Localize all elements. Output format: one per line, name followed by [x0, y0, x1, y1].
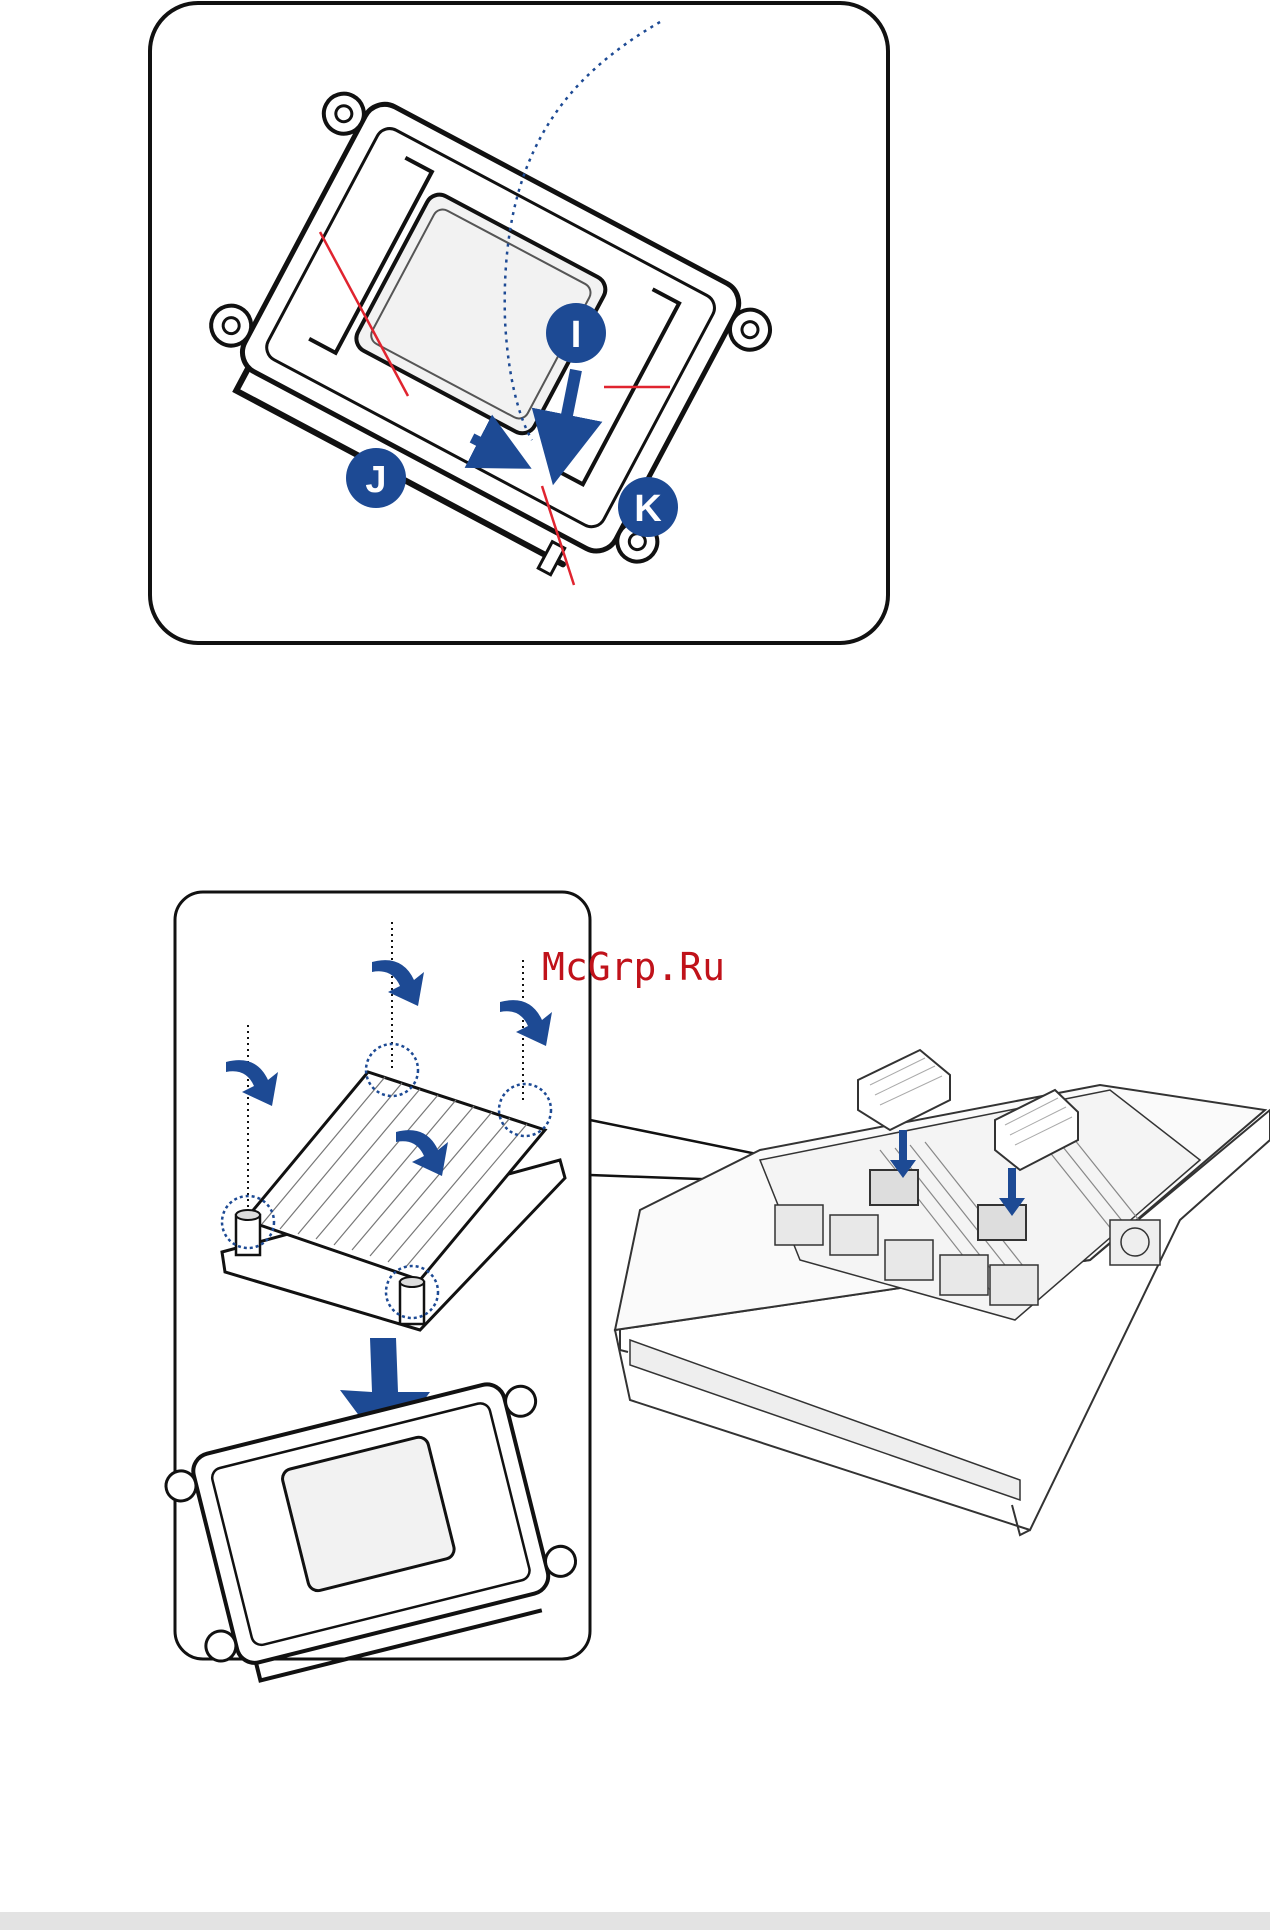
- server-chassis-illustration: [615, 1050, 1270, 1535]
- panel-heatsink: [160, 892, 590, 1691]
- watermark-text: McGrp.Ru: [542, 945, 725, 989]
- step-i-badge: I: [546, 303, 606, 363]
- svg-text:I: I: [571, 314, 582, 356]
- panel-socket-lever: I J K: [150, 3, 888, 643]
- page-footer-bar: [0, 1912, 1270, 1930]
- svg-text:J: J: [365, 459, 386, 501]
- step-j-badge: J: [346, 448, 406, 508]
- step-k-badge: K: [618, 477, 678, 537]
- svg-text:K: K: [634, 488, 662, 530]
